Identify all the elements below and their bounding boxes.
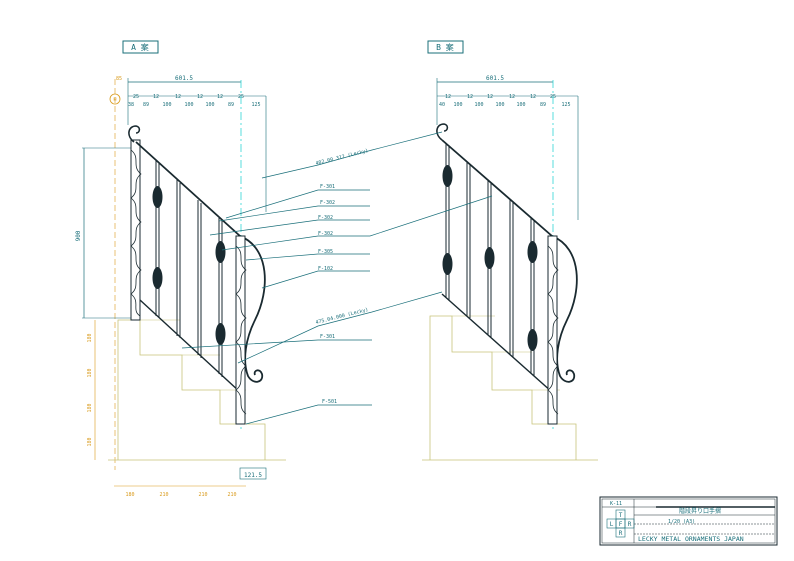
- newel-scroll-a: [128, 125, 141, 143]
- title-block-no: K-11: [610, 501, 622, 507]
- dim-b-r1-3: 12: [509, 94, 515, 100]
- logo-letter-3: R: [628, 521, 632, 528]
- dim-b-r2-5: 89: [540, 102, 546, 108]
- baluster-baskets-a: [152, 186, 226, 345]
- title-block-scale: 1/20 (A3): [668, 519, 695, 525]
- dim-a-r2-2: 100: [162, 102, 171, 108]
- callout-f302c: F-302: [318, 231, 333, 237]
- callout-f102: F-102: [318, 266, 333, 272]
- bottom-dim-a: 121.5: [244, 472, 262, 479]
- logo-letter-1: L: [610, 521, 614, 528]
- rise-dim-3: 180: [87, 437, 93, 446]
- step-dim-3: 210: [227, 492, 236, 498]
- dim-b-r1-2: 12: [487, 94, 493, 100]
- callout-rail-top: 402.00 312 (Lecky): [315, 148, 369, 167]
- dim-b-r2-4: 100: [516, 102, 525, 108]
- stairs-nosing-b: [452, 315, 560, 391]
- handrail-scroll-b: [436, 123, 449, 141]
- callout-f301b: F-301: [320, 334, 335, 340]
- logo-letter-4: R: [619, 530, 623, 537]
- logo-letter-2: F: [619, 521, 623, 528]
- end-post-b: [547, 235, 559, 425]
- rise-dim-0: 180: [87, 333, 93, 342]
- dim-top-total-a: 601.5: [175, 75, 193, 82]
- dim-a-r2-3: 100: [184, 102, 193, 108]
- rise-dim-2: 180: [87, 403, 93, 412]
- dim-offset-a: 85: [116, 76, 122, 82]
- callout-leaders: [181, 131, 493, 425]
- dim-a-r2-5: 89: [228, 102, 234, 108]
- title-block-title: 階段昇り口手摺: [679, 507, 721, 515]
- dim-b-r1-4: 12: [530, 94, 536, 100]
- dim-a-r2-4: 100: [205, 102, 214, 108]
- view-b-label-box: [427, 40, 464, 54]
- title-block: K-11 階段昇り口手摺 1/20 (A3) T L F R R LECKY M…: [599, 496, 778, 546]
- title-block-logo: T L F R R: [606, 509, 635, 538]
- dim-b-r2-3: 100: [495, 102, 504, 108]
- callout-f302b: F-302: [318, 215, 333, 221]
- dim-a-r2-0: 38: [128, 102, 134, 108]
- dim-b-r1-0: 12: [445, 94, 451, 100]
- dim-a-r2-1: 89: [143, 102, 149, 108]
- title-block-company: LECKY METAL ORNAMENTS JAPAN: [638, 535, 744, 543]
- dim-a-r1-1: 12: [153, 94, 159, 100]
- dim-a-r1-0: 25: [133, 94, 139, 100]
- dim-a-r2-6: 125: [251, 102, 260, 108]
- view-a-label: A 案: [131, 42, 149, 52]
- newel-post-a: [130, 139, 142, 321]
- dim-b-r2-0: 40: [439, 102, 445, 108]
- end-post-a: [235, 235, 247, 425]
- step-dim-1: 210: [159, 492, 168, 498]
- stairs-outline-a: [108, 319, 286, 461]
- dim-b-r2-2: 100: [474, 102, 483, 108]
- view-a: A 案 601.5 85 25 12 12 12 12 25 38 89 100…: [75, 40, 286, 498]
- callout-f501: F-501: [322, 399, 337, 405]
- height-dim-a: 900: [75, 230, 82, 241]
- view-a-label-box: [122, 40, 159, 54]
- bottom-rail-a: [139, 299, 241, 393]
- handrail-a: [135, 141, 266, 383]
- dim-a-r1-3: 12: [197, 94, 203, 100]
- dim-b-r2-6: 125: [561, 102, 570, 108]
- dim-a-r1-2: 12: [175, 94, 181, 100]
- callout-f305: F-305: [318, 249, 333, 255]
- logo-letter-0: T: [619, 512, 623, 519]
- step-dim-0: 180: [125, 492, 134, 498]
- bottom-dim-box-a: [239, 467, 267, 480]
- handrail-b: [441, 139, 578, 383]
- step-dim-2: 210: [198, 492, 207, 498]
- callout-f302a: F-302: [320, 200, 335, 206]
- callout-rail-bottom: 475.04.000 (Lecky): [315, 307, 369, 326]
- view-b: B 案 601.5 12 12 12 12 12 25 40 100 100 1…: [422, 40, 598, 461]
- view-b-label: B 案: [436, 42, 454, 52]
- dim-top-total-b: 601.5: [486, 75, 504, 82]
- dim-b-r2-1: 100: [453, 102, 462, 108]
- baluster-baskets-b: [442, 165, 538, 351]
- dim-b-r1-1: 12: [467, 94, 473, 100]
- dim-a-r1-4: 12: [217, 94, 223, 100]
- callout-f301a: F-301: [320, 184, 335, 190]
- rise-dim-1: 180: [87, 368, 93, 377]
